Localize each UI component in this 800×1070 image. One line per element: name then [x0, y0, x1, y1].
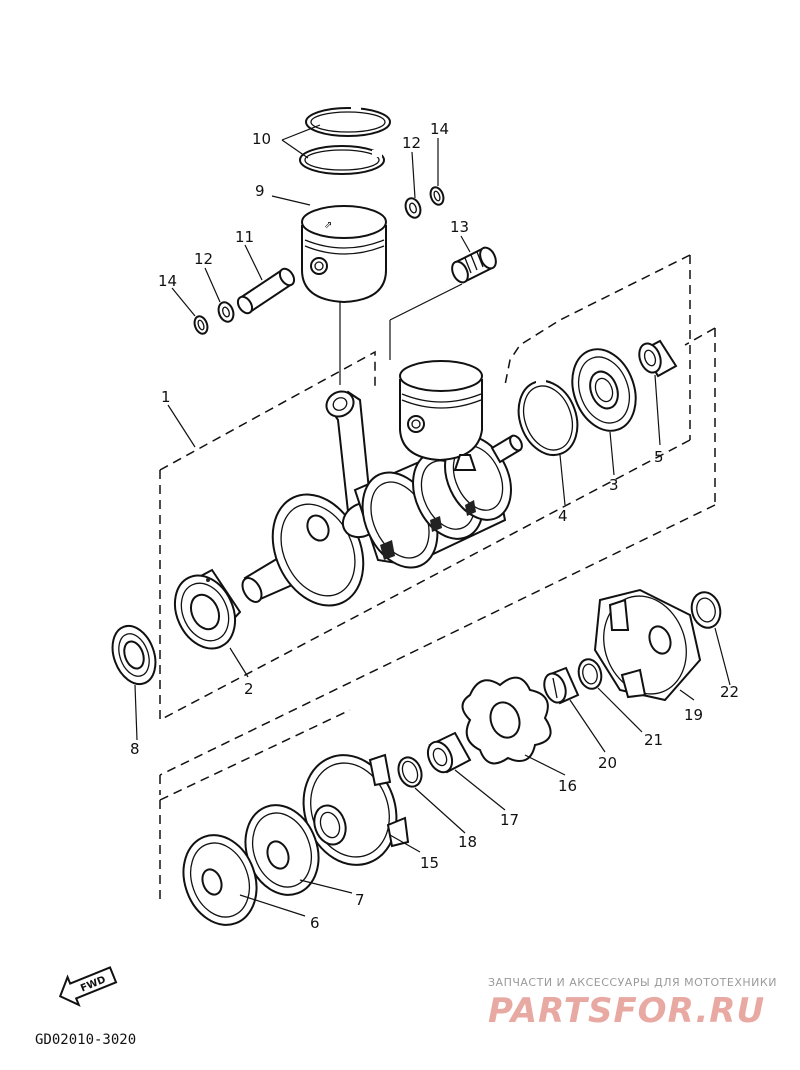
callout-7: 7: [355, 891, 365, 909]
o-ring: [577, 658, 603, 690]
rubber-damper: [461, 676, 552, 765]
callout-5: 5: [654, 448, 664, 466]
plug: [543, 666, 580, 705]
coupling-housing: [593, 588, 702, 702]
flywheel-plate: [182, 834, 258, 926]
coupling-flange: [302, 753, 410, 866]
oil-seal-left: [111, 624, 157, 686]
callout-labels: 10 9 12 14 13 11 12 14 1 2 8 4 3 5 19 22…: [130, 120, 739, 932]
callout-10: 10: [252, 130, 271, 148]
crankshaft-assembly-outline: [159, 254, 691, 721]
watermark-tagline: ЗАПЧАСТИ И АКСЕССУАРЫ ДЛЯ МОТОТЕХНИКИ: [488, 976, 777, 989]
watermark-brand: PARTSFOR.RU: [488, 991, 765, 1031]
piston-pin: [236, 267, 296, 315]
callout-11: 11: [235, 228, 254, 246]
circlips: [193, 186, 445, 335]
callout-15: 15: [420, 854, 439, 872]
callout-4: 4: [558, 507, 568, 525]
callout-17: 17: [500, 811, 519, 829]
small-o-ring: [397, 756, 423, 788]
callout-22: 22: [720, 683, 739, 701]
callout-12-lower: 12: [194, 250, 213, 268]
callout-19: 19: [684, 706, 703, 724]
callout-14-upper: 14: [430, 120, 449, 138]
main-bearing-right: [571, 348, 637, 432]
leader-lines: [134, 124, 731, 917]
callout-1: 1: [161, 388, 171, 406]
callout-6: 6: [310, 914, 320, 932]
diagram-code: GD02010-3020: [35, 1032, 136, 1048]
piston: ⇗: [301, 205, 387, 304]
retaining-ring: [517, 379, 579, 456]
piston-rings: [299, 105, 391, 175]
callout-21: 21: [644, 731, 663, 749]
fwd-arrow-icon: FWD: [58, 966, 118, 1007]
callout-20: 20: [598, 754, 617, 772]
watermark-logo: ЗАПЧАСТИ И АКСЕССУАРЫ ДЛЯ МОТОТЕХНИКИ PA…: [488, 976, 777, 1031]
main-bearing-left: [173, 568, 242, 650]
callout-13: 13: [450, 218, 469, 236]
callout-16: 16: [558, 777, 577, 795]
needle-bearing: [451, 246, 497, 284]
coupling-plate: [244, 804, 320, 896]
thrust-washer: [690, 591, 722, 629]
coupling-assembly-outline: [159, 327, 716, 905]
assembled-piston: [399, 360, 483, 471]
callout-12-upper: 12: [402, 134, 421, 152]
svg-text:⇗: ⇗: [324, 220, 332, 231]
callout-3: 3: [609, 476, 619, 494]
spacer-collar: [426, 731, 472, 774]
callout-2: 2: [244, 680, 254, 698]
bearing-collar: [638, 339, 678, 378]
callout-14-lower: 14: [158, 272, 177, 290]
callout-8: 8: [130, 740, 140, 758]
callout-18: 18: [458, 833, 477, 851]
callout-9: 9: [255, 182, 265, 200]
